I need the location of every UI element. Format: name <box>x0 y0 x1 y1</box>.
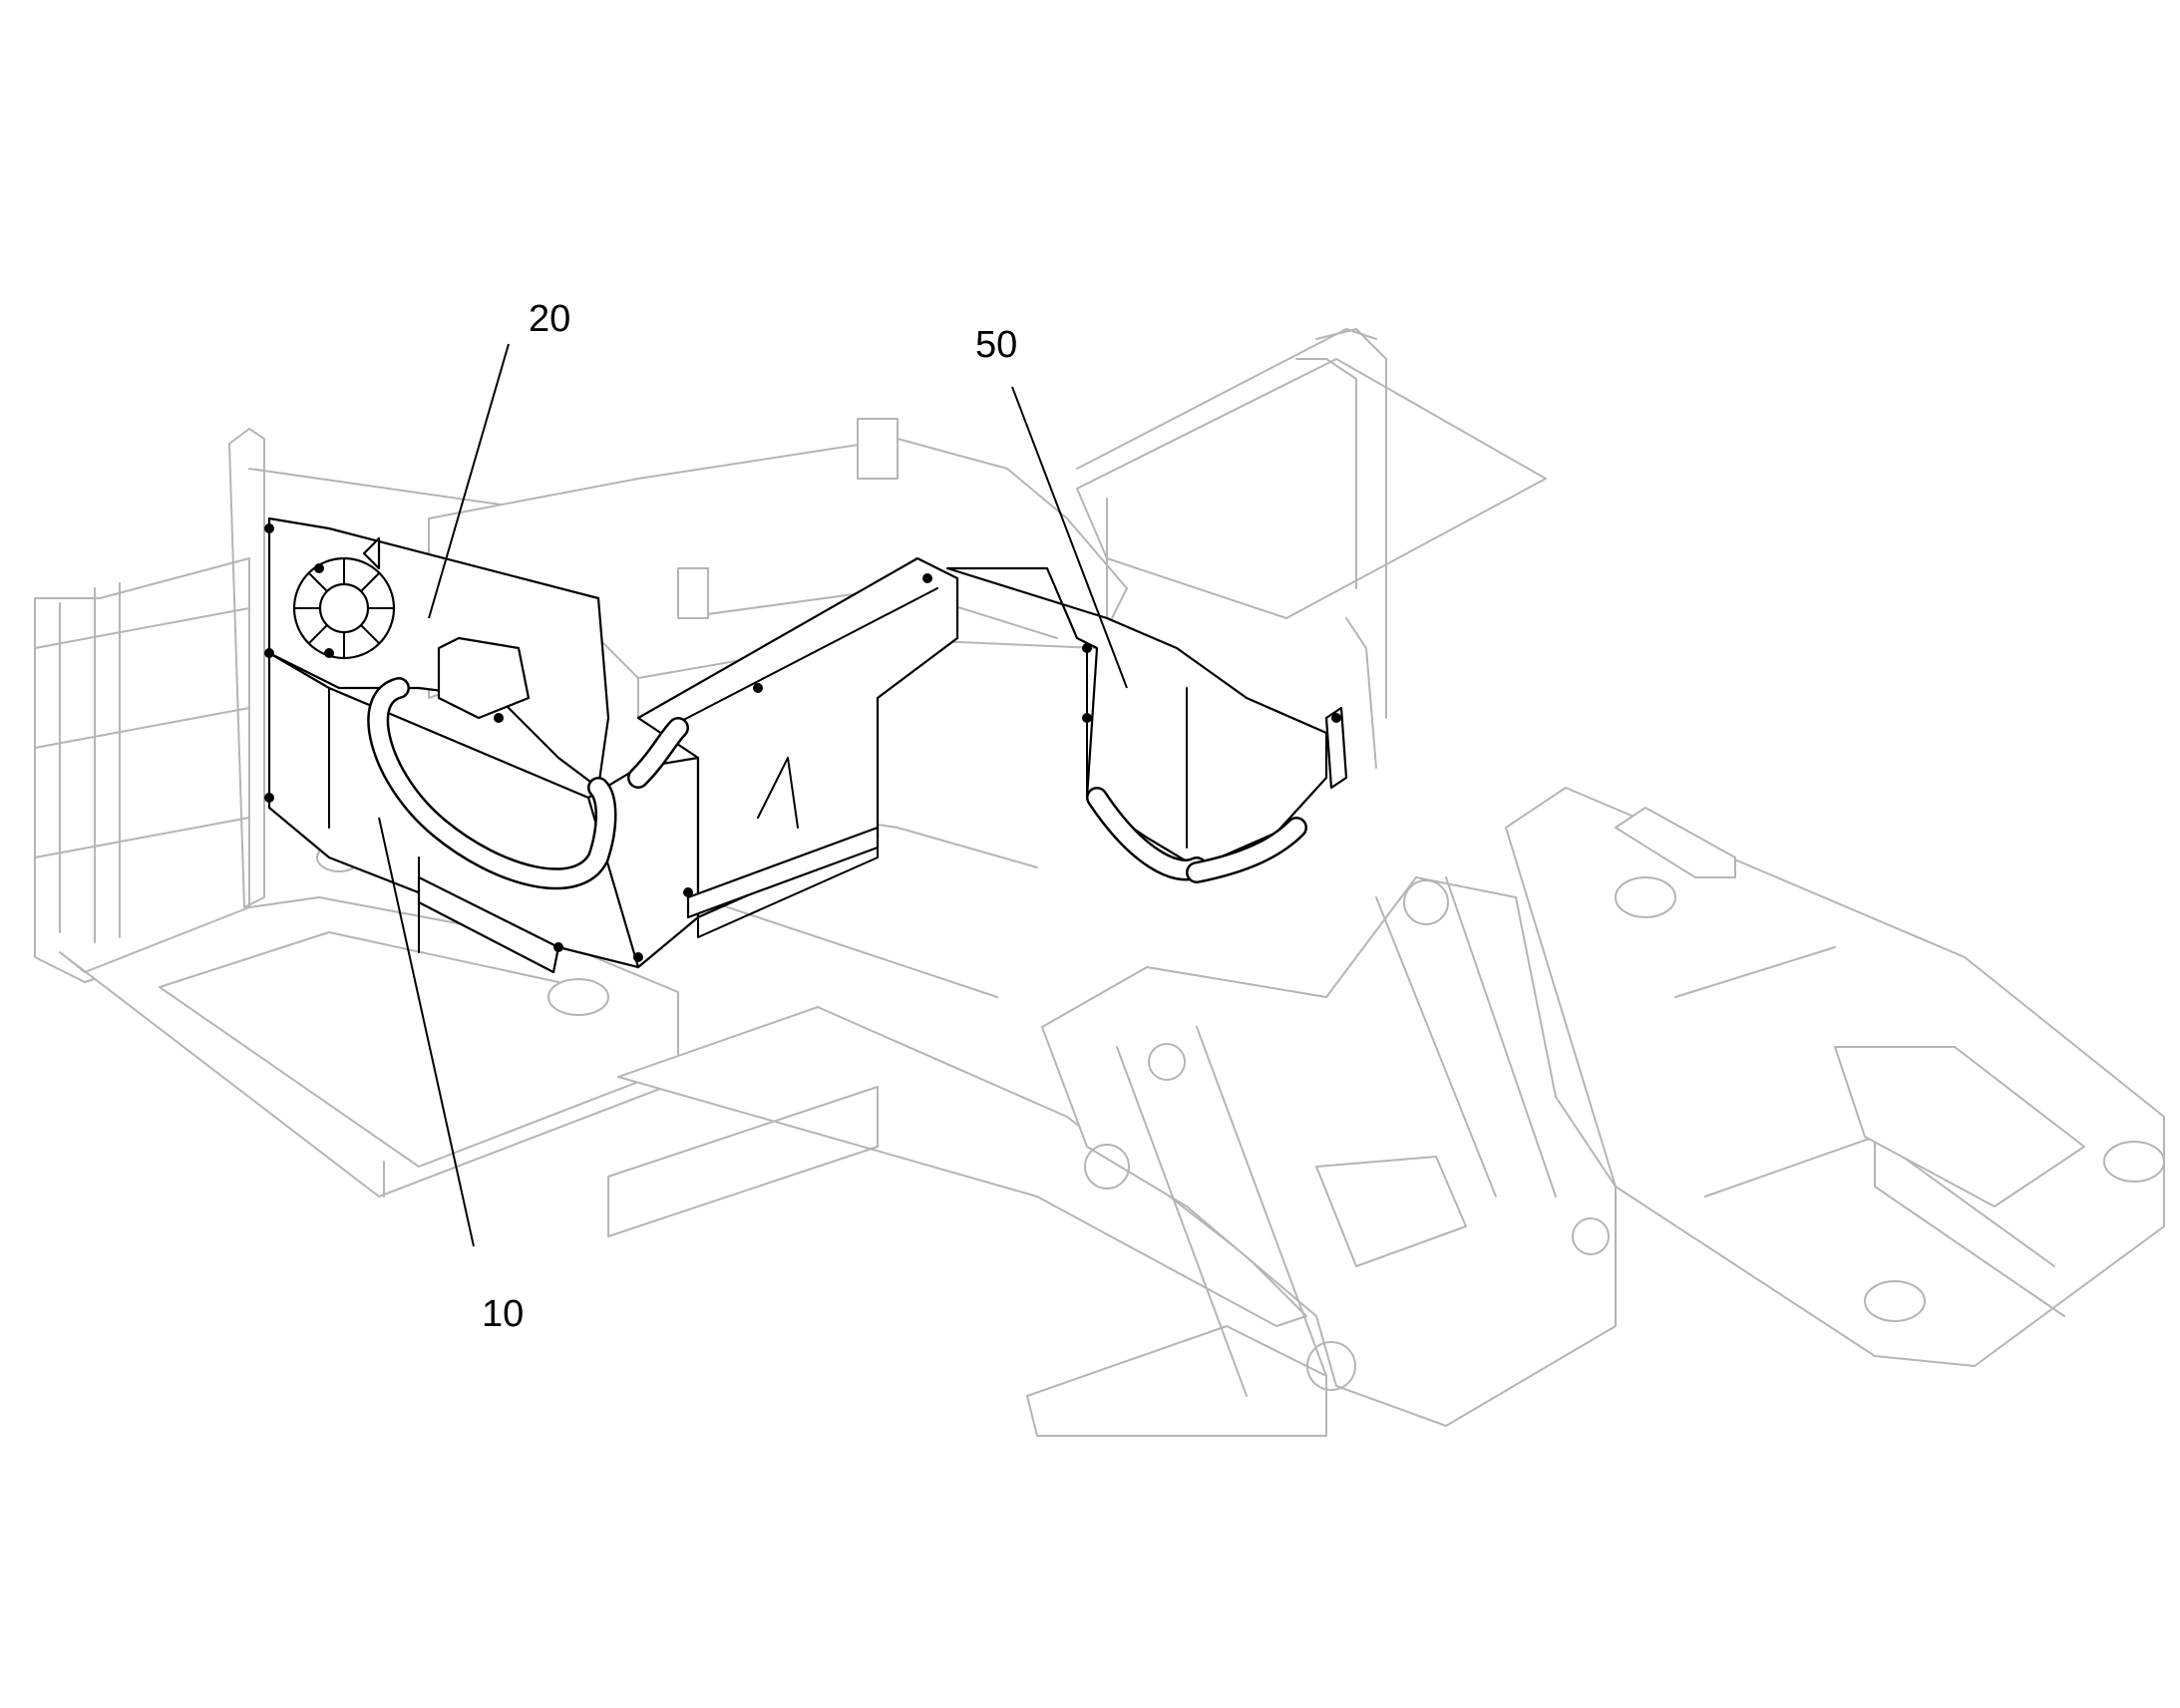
fastener-bolts <box>264 523 1341 962</box>
callout-label-50: 50 <box>975 324 1017 366</box>
callout-10: 10 <box>378 817 524 1335</box>
callout-20: 20 <box>428 298 570 619</box>
callout-label-20: 20 <box>529 298 570 340</box>
leader-line-20 <box>428 343 510 619</box>
right-duct-panel <box>945 566 1348 869</box>
leader-line-10 <box>378 817 475 1247</box>
upper-duct-panel <box>267 516 610 790</box>
leader-line-50 <box>1011 386 1128 689</box>
callout-label-10: 10 <box>482 1293 524 1335</box>
coolant-hoses <box>367 677 1307 890</box>
callout-50: 50 <box>975 324 1128 689</box>
center-bracket <box>636 556 959 938</box>
machine-frame <box>34 328 2165 1437</box>
